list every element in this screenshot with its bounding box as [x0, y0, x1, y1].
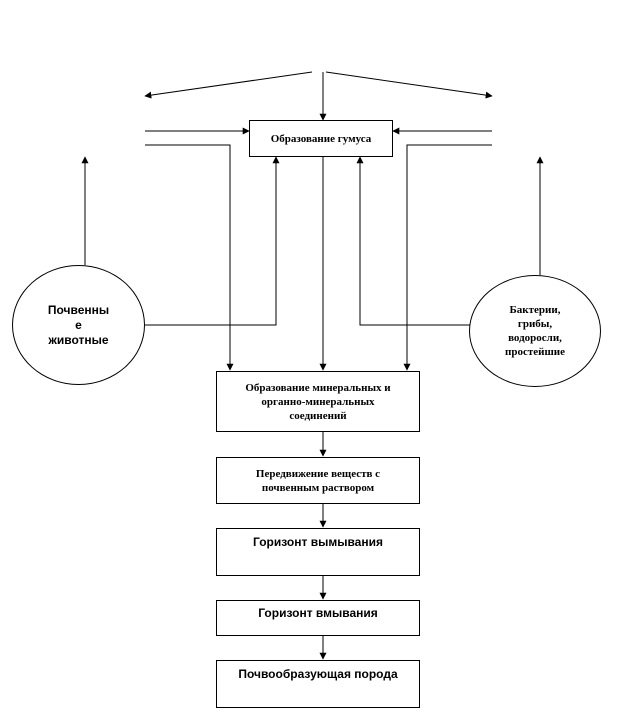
microbes-to-humus-arrow	[356, 156, 470, 326]
microorganisms-label-line1: Бактерии,	[509, 304, 561, 316]
illuvial-horizon-box: Горизонт вмывания	[216, 600, 420, 636]
mineral-formation-label-line2: органно-минеральных	[261, 395, 375, 408]
microorganisms-label-line3: водоросли,	[508, 332, 562, 344]
left-down-connector	[145, 144, 234, 371]
substance-movement-label-line2: почвенным раствором	[261, 481, 375, 494]
illuvial-horizon-label: Горизонт вмывания	[258, 606, 378, 620]
parent-rock-label: Почвообразующая порода	[238, 667, 398, 681]
top-arrow-left	[144, 71, 313, 99]
mineral-formation-label-line1: Образование минеральных и	[245, 381, 391, 394]
soil-animals-ellipse: Почвенны е животные	[12, 265, 145, 385]
right-down-connector	[403, 144, 492, 371]
substance-movement-box: Передвижение веществ с почвенным раствор…	[216, 457, 420, 504]
soil-animals-label-line1: Почвенны	[47, 302, 110, 317]
humus-formation-box: Образование гумуса	[249, 120, 393, 157]
leaching-horizon-label: Горизонт вымывания	[253, 535, 383, 549]
soil-animals-label-line3: животные	[48, 332, 109, 347]
soil-animals-label-line2: е	[75, 317, 82, 332]
mineral-formation-label-line3: соединений	[289, 409, 347, 422]
top-arrow-right	[325, 71, 493, 99]
leaching-horizon-box: Горизонт вымывания	[216, 528, 420, 576]
mineral-formation-box: Образование минеральных и органно-минера…	[216, 371, 420, 432]
substance-movement-label-line1: Передвижение веществ с	[255, 467, 381, 480]
parent-rock-box: Почвообразующая порода	[216, 660, 420, 708]
microorganisms-label-line2: грибы,	[517, 318, 553, 330]
humus-formation-label: Образование гумуса	[270, 132, 372, 145]
animals-to-humus-arrow	[145, 156, 280, 326]
microorganisms-label-line4: простейшие	[505, 346, 565, 358]
microorganisms-ellipse: Бактерии, грибы, водоросли, простейшие	[469, 275, 601, 387]
